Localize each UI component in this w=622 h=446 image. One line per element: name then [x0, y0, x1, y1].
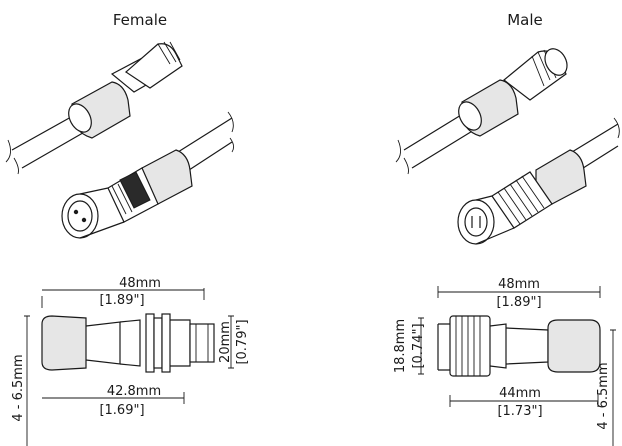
- female-cable-range: 4 - 6.5mm: [11, 354, 26, 421]
- female-side-view: [41, 313, 215, 373]
- female-diameter: 20mm: [218, 321, 233, 363]
- female-diameter-in: [0.79"]: [235, 319, 250, 364]
- female-body-length-in: [1.69"]: [99, 403, 144, 418]
- male-dimensions: 48mm [1.89"] 44mm [1.73"] 18.8mm [0.74"]…: [393, 277, 616, 446]
- male-body-length: 44mm: [499, 386, 541, 401]
- male-title: Male: [507, 11, 543, 29]
- male-body-length-in: [1.73"]: [497, 404, 542, 419]
- male-side-view: [437, 315, 601, 377]
- male-diameter-in: [0.74"]: [411, 323, 426, 368]
- female-dimensions: 48mm [1.89"] 42.8mm [1.69"] 20mm [0.79"]…: [11, 276, 250, 446]
- female-overall-length: 48mm: [119, 276, 161, 291]
- male-cable-range: 4 - 6.5mm: [596, 362, 611, 429]
- female-connector-illustration: [5, 41, 235, 239]
- male-overall-length: 48mm: [498, 277, 540, 292]
- female-title: Female: [113, 11, 167, 29]
- male-diameter: 18.8mm: [393, 319, 408, 373]
- female-overall-length-in: [1.89"]: [99, 293, 144, 308]
- male-overall-length-in: [1.89"]: [496, 295, 541, 310]
- male-connector-illustration: [395, 48, 620, 245]
- female-body-length: 42.8mm: [107, 384, 161, 399]
